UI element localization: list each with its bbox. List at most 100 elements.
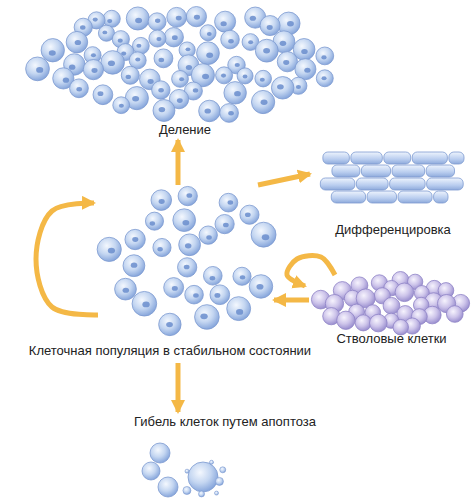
cell	[216, 67, 233, 84]
arrow-connector	[274, 298, 309, 303]
cell	[142, 462, 160, 480]
cell	[153, 100, 175, 122]
cell	[195, 305, 220, 330]
elongated-cell	[426, 165, 454, 177]
cell	[83, 60, 103, 80]
cell	[178, 258, 197, 277]
elongated-cell	[331, 191, 365, 203]
cell	[224, 82, 246, 104]
cell	[150, 443, 170, 463]
cell	[101, 51, 125, 75]
apoptotic-body	[199, 491, 205, 497]
cell	[199, 100, 221, 122]
cell	[277, 52, 297, 72]
cell	[199, 226, 217, 244]
node-label: Гибель клеток путем апоптоза	[96, 414, 354, 430]
cell	[215, 11, 236, 32]
cell	[158, 477, 178, 497]
cell	[148, 13, 166, 31]
apoptotic-body	[214, 491, 218, 495]
elongated-cell	[332, 165, 360, 177]
cell	[149, 30, 166, 47]
arrow-connector	[176, 363, 181, 412]
node-label: Стволовые клетки	[309, 331, 472, 347]
elongated-cell	[390, 178, 426, 190]
cell	[172, 71, 189, 88]
differentiation-group: Дифференцировка	[312, 146, 472, 238]
elongated-cell	[323, 152, 349, 164]
stem-cells	[311, 272, 469, 335]
apoptotic-body	[210, 460, 214, 464]
cell	[26, 57, 50, 81]
cell	[153, 238, 171, 256]
stable-cells	[97, 186, 276, 335]
elongated-cell	[449, 152, 464, 164]
elongated-cell	[412, 152, 447, 164]
cell	[295, 59, 316, 80]
cell	[220, 104, 239, 123]
cell	[337, 311, 355, 329]
cell	[115, 278, 137, 300]
cell	[233, 267, 251, 285]
cell	[178, 186, 197, 205]
cell	[70, 79, 89, 98]
cell	[215, 214, 234, 233]
elongated-cell	[356, 178, 388, 190]
cell	[255, 70, 272, 87]
arrow-connector	[176, 140, 181, 185]
cell	[93, 85, 113, 105]
cell	[125, 229, 145, 249]
cell	[113, 97, 130, 114]
cell	[210, 285, 230, 305]
elongated-cell	[351, 152, 382, 164]
cell	[355, 315, 371, 331]
cell	[126, 7, 149, 30]
stem-cell-group: Стволовые клетки	[309, 273, 472, 347]
cell	[121, 66, 139, 84]
cell	[159, 313, 181, 335]
cell	[240, 205, 259, 224]
elongated-cell	[320, 178, 355, 190]
cell	[446, 306, 463, 323]
arrow-connector	[258, 174, 310, 185]
cell	[197, 42, 220, 65]
apoptotic-body	[220, 467, 226, 473]
elongated-cell	[361, 165, 390, 177]
apoptotic-cells	[142, 443, 226, 497]
cell	[227, 297, 251, 321]
cell	[251, 222, 276, 247]
cell	[203, 266, 222, 285]
arrow-connector	[287, 255, 335, 286]
cell	[251, 90, 274, 113]
cell	[370, 314, 388, 332]
cell	[66, 31, 87, 52]
elongated-cell	[398, 191, 432, 203]
cell	[219, 193, 238, 212]
cell	[152, 81, 170, 99]
cell	[249, 275, 273, 299]
cell	[188, 462, 218, 492]
dividing-cells	[26, 7, 334, 123]
node-label: Дифференцировка	[312, 222, 472, 238]
elongated-cell	[367, 191, 396, 203]
elongated-cell	[384, 152, 411, 164]
cell	[186, 7, 206, 27]
cell	[316, 70, 333, 87]
node-label: Клеточная популяция в стабильном состоян…	[5, 343, 335, 359]
apoptotic-body	[215, 477, 223, 485]
cell	[173, 209, 196, 232]
cell	[237, 68, 253, 84]
cell	[132, 37, 149, 54]
cell	[200, 25, 216, 41]
cell	[123, 255, 145, 277]
cell	[179, 234, 201, 256]
cell	[221, 30, 240, 49]
differentiated-cells	[320, 152, 464, 203]
elongated-cell	[392, 165, 425, 177]
cell	[164, 278, 184, 298]
cell	[132, 291, 157, 316]
dividing-population: Деление	[31, 6, 339, 138]
cell	[395, 283, 414, 302]
apoptotic-body	[183, 486, 191, 494]
